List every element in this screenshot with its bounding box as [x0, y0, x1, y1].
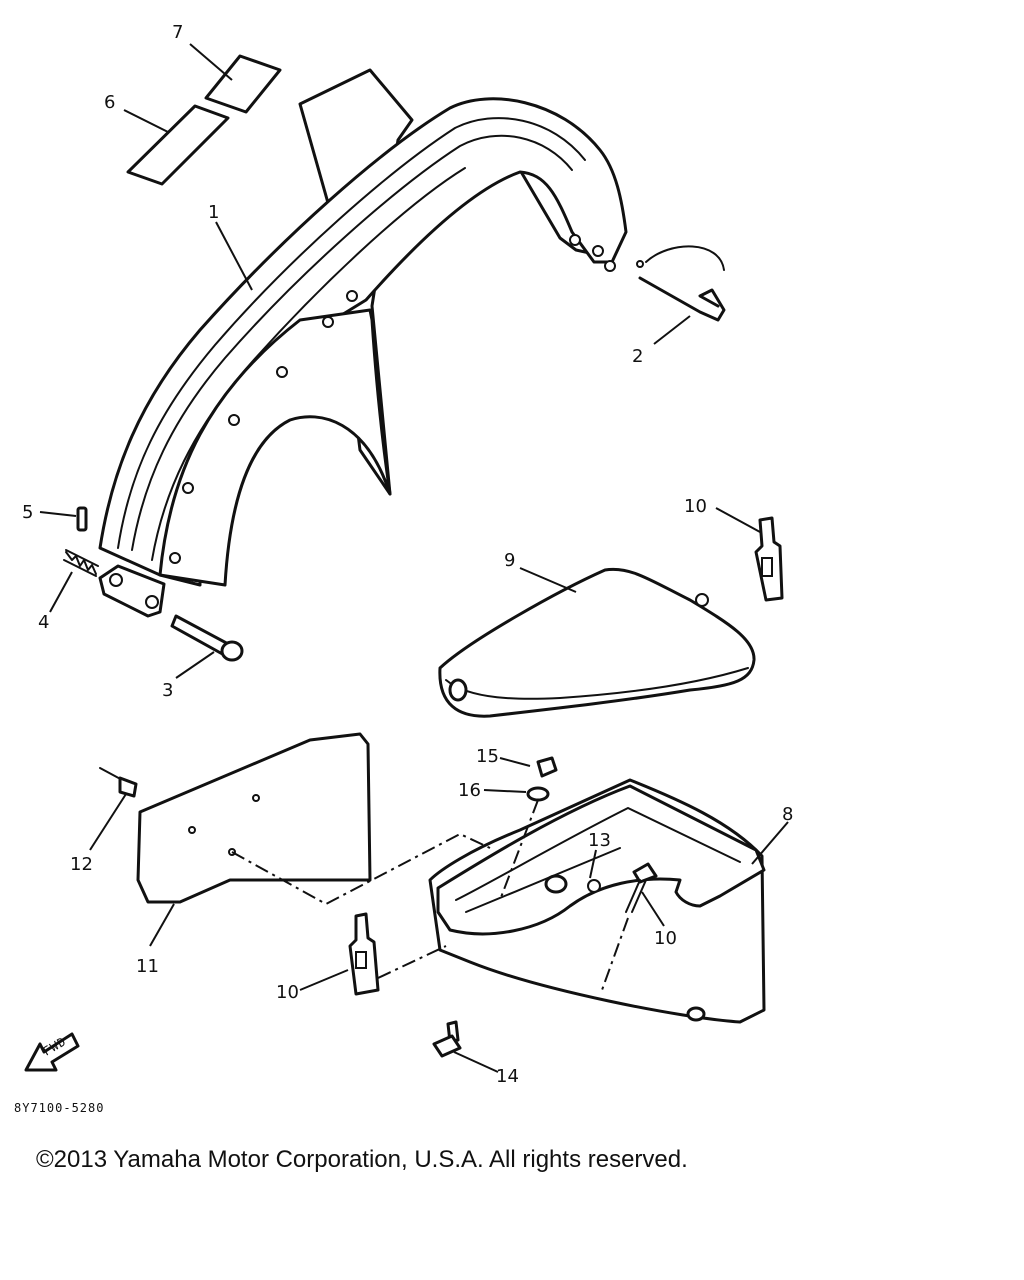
callout-6: 6: [104, 92, 115, 113]
callout-7: 7: [172, 22, 183, 43]
hinge-pin-part-3: [170, 614, 244, 662]
seat-cushion-part-9: [438, 567, 756, 718]
latch-pin-part-2: [636, 245, 726, 322]
exploded-parts-diagram: 7 6 1 2 5 4 3 10 9 15 16 8 13 10 12 11 1…: [14, 22, 793, 1115]
callout-2: 2: [632, 346, 643, 367]
callout-15: 14: [496, 1066, 519, 1087]
callout-14: 13: [588, 830, 611, 851]
storage-box-part-8: [428, 778, 766, 1024]
nut-part-16: [536, 756, 558, 778]
callout-10-lower: 10: [276, 982, 299, 1003]
callout-10-upper: 10: [684, 496, 707, 517]
bolt-part-11: [625, 862, 658, 913]
screw-part-13: [99, 767, 138, 798]
callout-3: 3: [162, 680, 173, 701]
washer-part-17: [526, 786, 550, 802]
pin-part-5: [76, 506, 88, 532]
callout-12: 11: [136, 956, 159, 977]
callout-9: 9: [504, 550, 515, 571]
callout-8: 8: [782, 804, 793, 825]
decal-7: [204, 54, 282, 114]
fender-part-1: [98, 68, 628, 618]
leader-lines: [39, 43, 789, 1073]
assembly-line-latch: [377, 945, 447, 979]
assembly-line-bolt-11: [601, 917, 629, 991]
copyright-notice: ©2013 Yamaha Motor Corporation, U.S.A. A…: [36, 1146, 688, 1173]
callout-13: 12: [70, 854, 93, 875]
bolt-part-15: [432, 1020, 462, 1058]
latch-plate-part-10-upper: [754, 516, 784, 602]
callout-5: 5: [22, 502, 33, 523]
side-panel-part-12: [136, 732, 372, 904]
decal-6: [126, 104, 230, 186]
callout-17: 16: [458, 780, 481, 801]
callout-11: 10: [654, 928, 677, 949]
assembly-line-panel: [231, 832, 491, 906]
diagram-code: 8Y7100-5280: [14, 1101, 104, 1115]
callout-4: 4: [38, 612, 49, 633]
fwd-arrow-icon: FWD: [24, 1032, 80, 1072]
assembly-line-washer: [499, 799, 539, 901]
spring-part-4: [63, 549, 99, 577]
latch-plate-part-10-lower: [348, 912, 380, 996]
callout-16: 15: [476, 746, 499, 767]
callout-1: 1: [208, 202, 219, 223]
